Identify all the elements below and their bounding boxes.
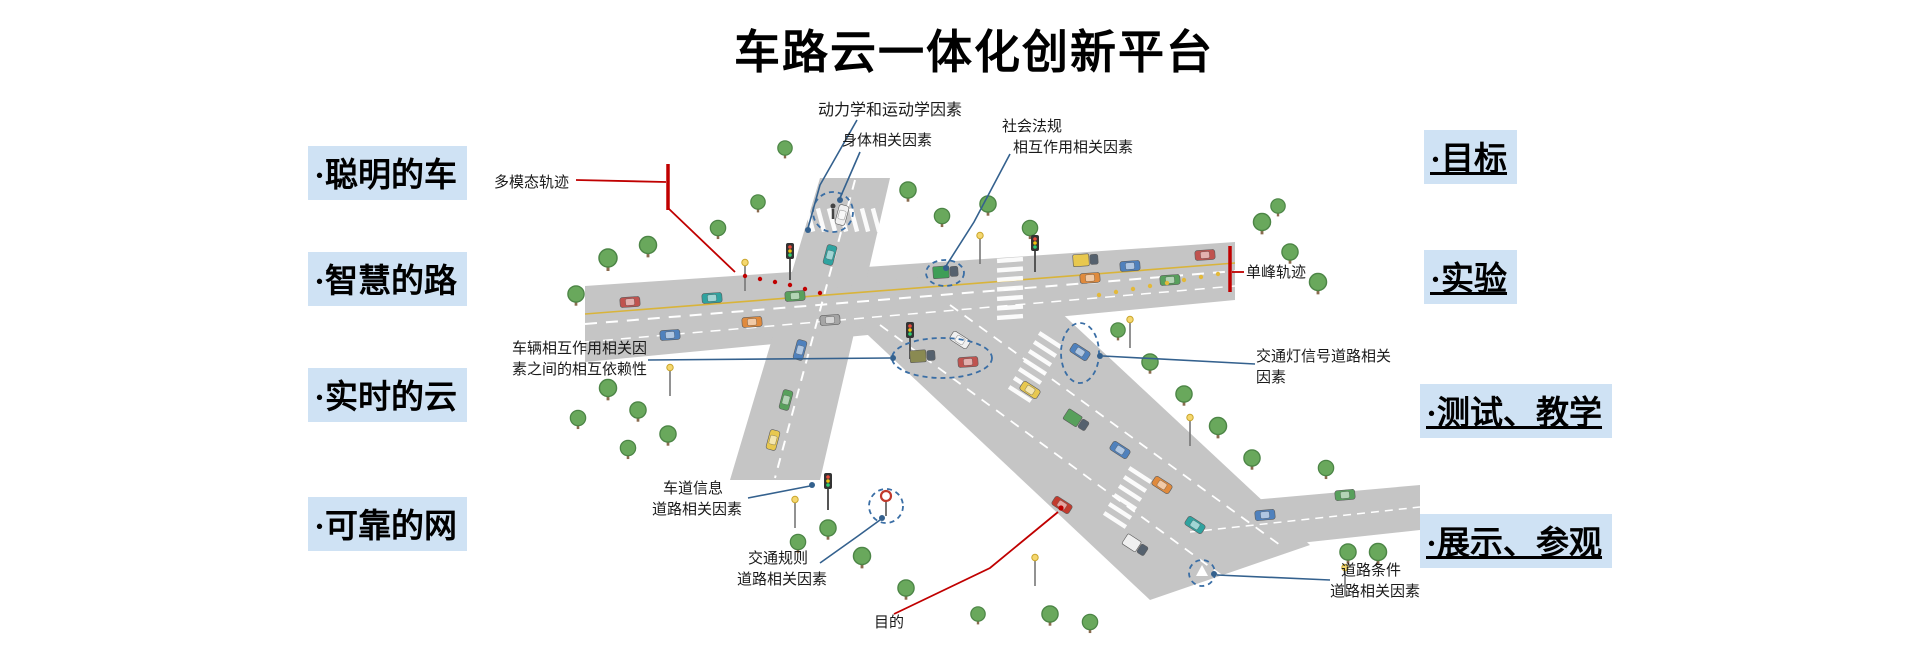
unimodal-trajectory-dots xyxy=(1096,271,1221,298)
annotation-unimodal-trajectory: 单峰轨迹 xyxy=(1246,262,1306,283)
annotation-line1: 道路条件 xyxy=(1341,562,1402,579)
annotation-line1: 车道信息 xyxy=(663,480,724,497)
annotation-text: 目的 xyxy=(874,614,905,631)
label-realtime-cloud: ·实时的云 xyxy=(308,368,468,422)
label-reliable-network: ·可靠的网 xyxy=(308,497,468,551)
roads xyxy=(585,178,1420,600)
annotation-text: 身体相关因素 xyxy=(842,132,933,149)
annotation-line2: 道路相关因素 xyxy=(1330,583,1421,600)
annotation-line1: 交通规则 xyxy=(748,550,809,567)
annotation-line1: 车辆相互作用相关因 xyxy=(512,340,648,357)
annotation-social-rules: 社会法规 相互作用相关因素 xyxy=(1002,116,1133,158)
annotation-line2: 素之间的相互依赖性 xyxy=(512,361,648,378)
page-title: 车路云一体化创新平台 xyxy=(734,27,1214,78)
label-smart-road: ·智慧的路 xyxy=(308,252,468,306)
lane-markings xyxy=(584,179,1420,579)
annotation-text: 单峰轨迹 xyxy=(1246,264,1307,281)
annotation-traffic-light-signal: 交通灯信号道路相关 因素 xyxy=(1256,346,1391,388)
annotation-line2: 道路相关因素 xyxy=(652,501,743,518)
label-goal: ·目标 xyxy=(1424,130,1518,184)
annotation-text: 动力学和运动学因素 xyxy=(818,102,963,119)
annotation-line2: 相互作用相关因素 xyxy=(1013,139,1134,156)
annotation-lane-info: 车道信息 道路相关因素 xyxy=(652,478,742,520)
annotation-line1: 交通灯信号道路相关 xyxy=(1256,348,1392,365)
annotation-dynamics-factors: 动力学和运动学因素 xyxy=(818,100,962,122)
label-testing-teaching: ·测试、教学 xyxy=(1420,384,1613,438)
intersection-illustration xyxy=(567,119,1420,634)
annotation-body-factors: 身体相关因素 xyxy=(842,130,932,151)
annotation-traffic-rules: 交通规则 道路相关因素 xyxy=(737,548,827,590)
annotation-line2: 道路相关因素 xyxy=(737,571,828,588)
annotation-purpose: 目的 xyxy=(874,612,904,633)
label-display-visit: ·展示、参观 xyxy=(1420,514,1613,568)
highlight-circles xyxy=(812,191,1216,587)
annotation-line1: 社会法规 xyxy=(1002,118,1063,135)
annotation-multimodal-trajectory: 多模态轨迹 xyxy=(494,172,569,193)
leader-lines-red xyxy=(575,164,1244,615)
annotation-vehicle-interaction: 车辆相互作用相关因 素之间的相互依赖性 xyxy=(512,338,647,380)
detail-figures xyxy=(830,203,1208,576)
annotation-line2: 因素 xyxy=(1256,369,1287,386)
label-smart-vehicle: ·聪明的车 xyxy=(308,146,468,200)
leader-lines-blue xyxy=(647,119,1331,581)
label-experiment: ·实验 xyxy=(1424,250,1518,304)
annotation-text: 多模态轨迹 xyxy=(494,174,570,191)
annotation-road-condition: 道路条件 道路相关因素 xyxy=(1330,560,1420,602)
